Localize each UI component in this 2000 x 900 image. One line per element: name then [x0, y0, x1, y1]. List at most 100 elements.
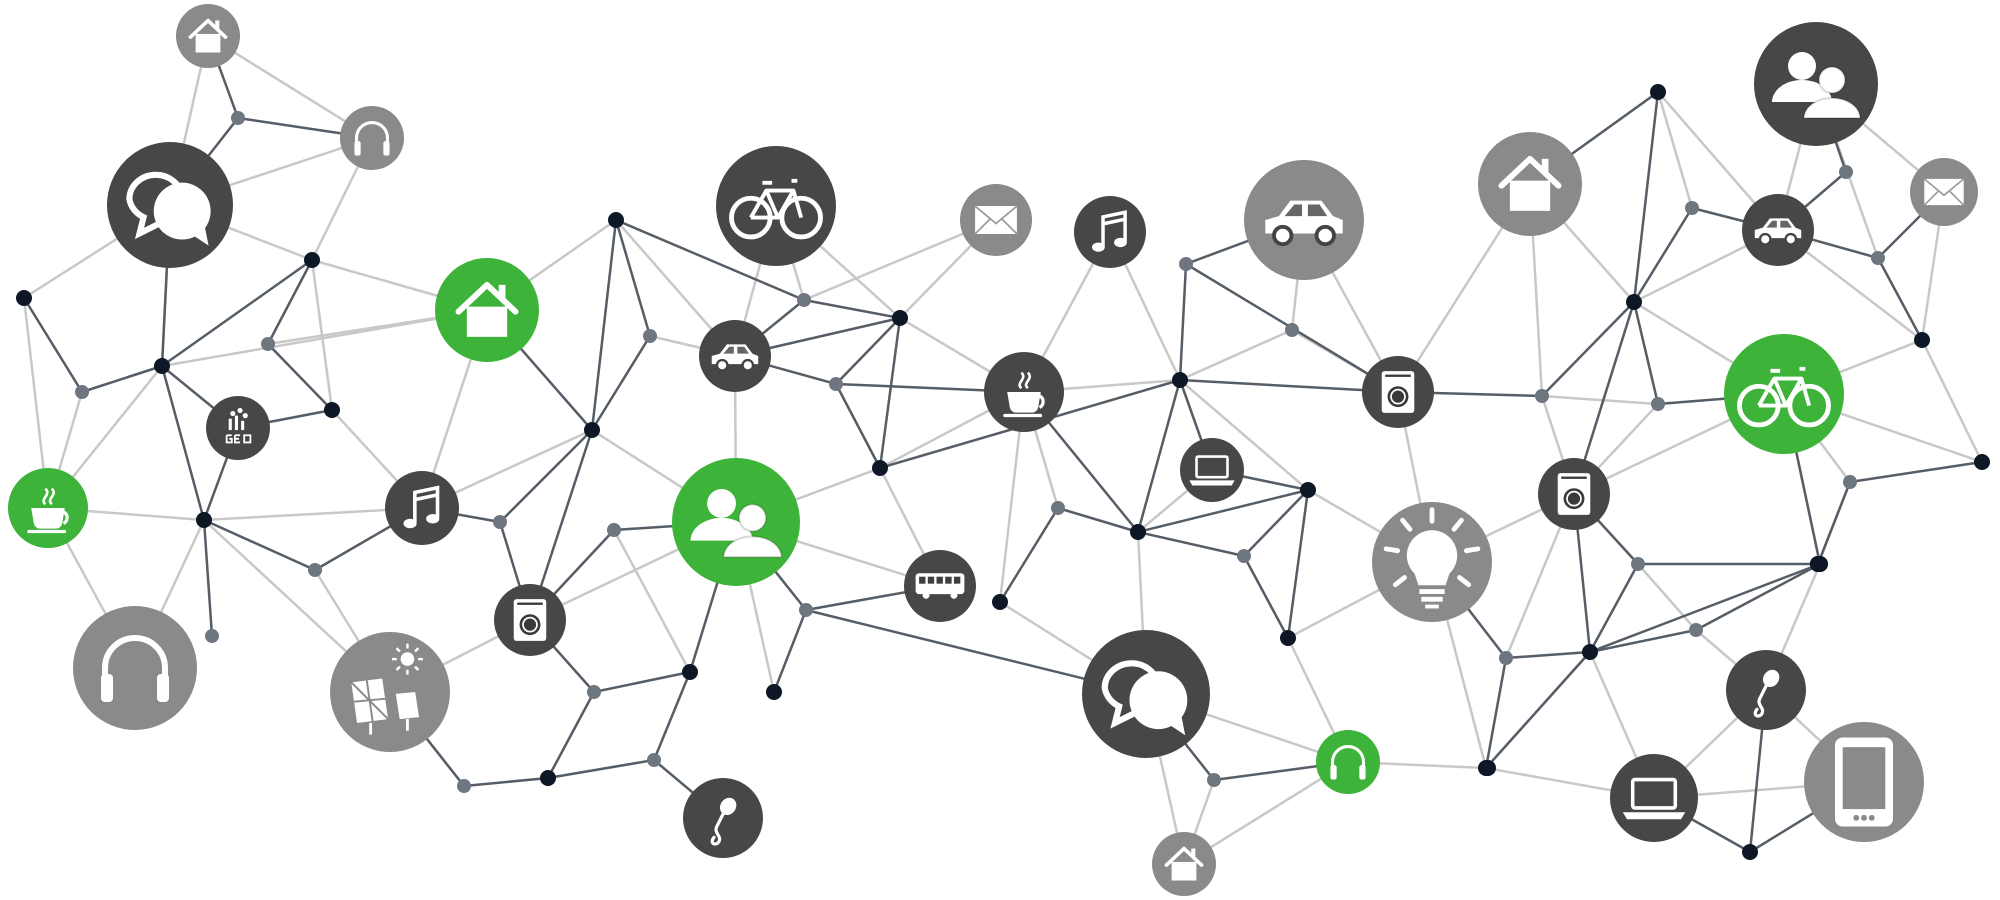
junction-dot	[1810, 556, 1826, 572]
house-icon	[455, 281, 519, 337]
connection-line-dark	[1137, 488, 1309, 534]
chat-icon	[1101, 660, 1188, 736]
junction-dot	[196, 512, 212, 528]
connection-line-dark	[1541, 301, 1635, 397]
headphones-icon	[1330, 745, 1366, 780]
house-icon	[1164, 846, 1204, 881]
people-icon	[1772, 52, 1862, 119]
junction-dot	[682, 664, 698, 680]
node-coffee	[984, 352, 1064, 432]
connection-line-dark	[202, 519, 214, 637]
node-car	[1244, 160, 1364, 280]
junction-dot	[607, 523, 621, 537]
connection-line-dark	[546, 691, 596, 779]
microphone-icon	[710, 797, 737, 846]
node-headphones	[73, 606, 197, 730]
washer-icon	[1381, 371, 1415, 413]
junction-dot	[304, 252, 320, 268]
junction-dot	[1207, 773, 1221, 787]
node-bulb	[1372, 502, 1492, 622]
node-bus	[904, 550, 976, 622]
node-circle	[73, 606, 197, 730]
junction-dot	[1535, 389, 1549, 403]
junction-dot	[797, 293, 811, 307]
junction-dot	[1480, 760, 1496, 776]
connection-line-dark	[803, 298, 901, 320]
connection-line-dark	[1243, 489, 1309, 557]
coffee-icon	[27, 487, 69, 534]
laptop-icon	[1622, 777, 1686, 820]
car-icon	[1265, 200, 1343, 247]
junction-dots	[16, 84, 1990, 860]
node-laptop	[1180, 438, 1244, 502]
junction-dot	[1179, 257, 1193, 271]
mail-icon	[974, 205, 1018, 235]
node-bicycle	[1724, 334, 1844, 454]
headphones-icon	[354, 121, 390, 156]
node-house	[435, 258, 539, 362]
junction-dot	[1300, 482, 1316, 498]
junction-dot	[1237, 549, 1251, 563]
connection-line-light	[207, 34, 373, 140]
node-circle	[683, 778, 763, 858]
junction-dot	[154, 358, 170, 374]
house-icon	[1498, 155, 1562, 211]
connection-line-dark	[1057, 506, 1139, 534]
connection-line-light	[1656, 91, 1694, 209]
connection-line-light	[310, 259, 334, 411]
connection-line-dark	[1484, 657, 1508, 769]
junction-dot	[1839, 165, 1853, 179]
connection-line-dark	[267, 343, 333, 411]
dark-connections	[22, 35, 1983, 854]
connection-line-dark	[615, 218, 805, 302]
connection-line-dark	[1589, 628, 1697, 654]
junction-dot	[1631, 557, 1645, 571]
junction-dot	[1172, 372, 1188, 388]
node-headphones	[340, 106, 404, 170]
connection-line-dark	[1589, 562, 1821, 654]
junction-dot	[261, 337, 275, 351]
connection-line-dark	[1136, 379, 1182, 533]
coffee-icon	[1003, 371, 1045, 418]
connection-line-dark	[1632, 301, 1660, 405]
connection-line-dark	[1286, 489, 1310, 639]
connection-line-dark	[1505, 650, 1591, 660]
junction-dot	[1742, 844, 1758, 860]
connection-line-light	[1183, 760, 1349, 866]
connection-line-dark	[160, 365, 206, 521]
connection-line-dark	[463, 776, 549, 788]
junction-dot	[1130, 524, 1146, 540]
junction-dot	[308, 563, 322, 577]
connection-line-dark	[1632, 207, 1694, 303]
people-icon	[690, 488, 783, 559]
connection-line-dark	[878, 317, 902, 469]
junction-dot	[1626, 294, 1642, 310]
connection-line-dark	[998, 507, 1060, 603]
house-icon	[188, 18, 228, 53]
mail-icon	[1923, 178, 1965, 206]
node-chat	[107, 142, 233, 268]
node-circle	[330, 632, 450, 752]
junction-dot	[1280, 630, 1296, 646]
node-music	[385, 471, 459, 545]
connection-line-dark	[834, 383, 882, 469]
junction-dot	[1871, 251, 1885, 265]
icon-nodes	[8, 4, 1978, 896]
light-connections	[22, 34, 1984, 866]
junction-dot	[75, 385, 89, 399]
node-house	[1152, 832, 1216, 896]
connection-line-dark	[1485, 651, 1591, 769]
car-icon	[1754, 218, 1802, 246]
node-bicycle	[716, 146, 836, 266]
node-microphone	[1726, 650, 1806, 730]
junction-dot	[1051, 501, 1065, 515]
node-circle	[1316, 730, 1380, 794]
node-house	[1478, 132, 1582, 236]
junction-dot	[324, 402, 340, 418]
connection-line-dark	[590, 335, 652, 431]
node-circle	[385, 471, 459, 545]
junction-dot	[1843, 475, 1857, 489]
junction-dot	[205, 629, 219, 643]
bicycle-icon	[729, 178, 823, 240]
